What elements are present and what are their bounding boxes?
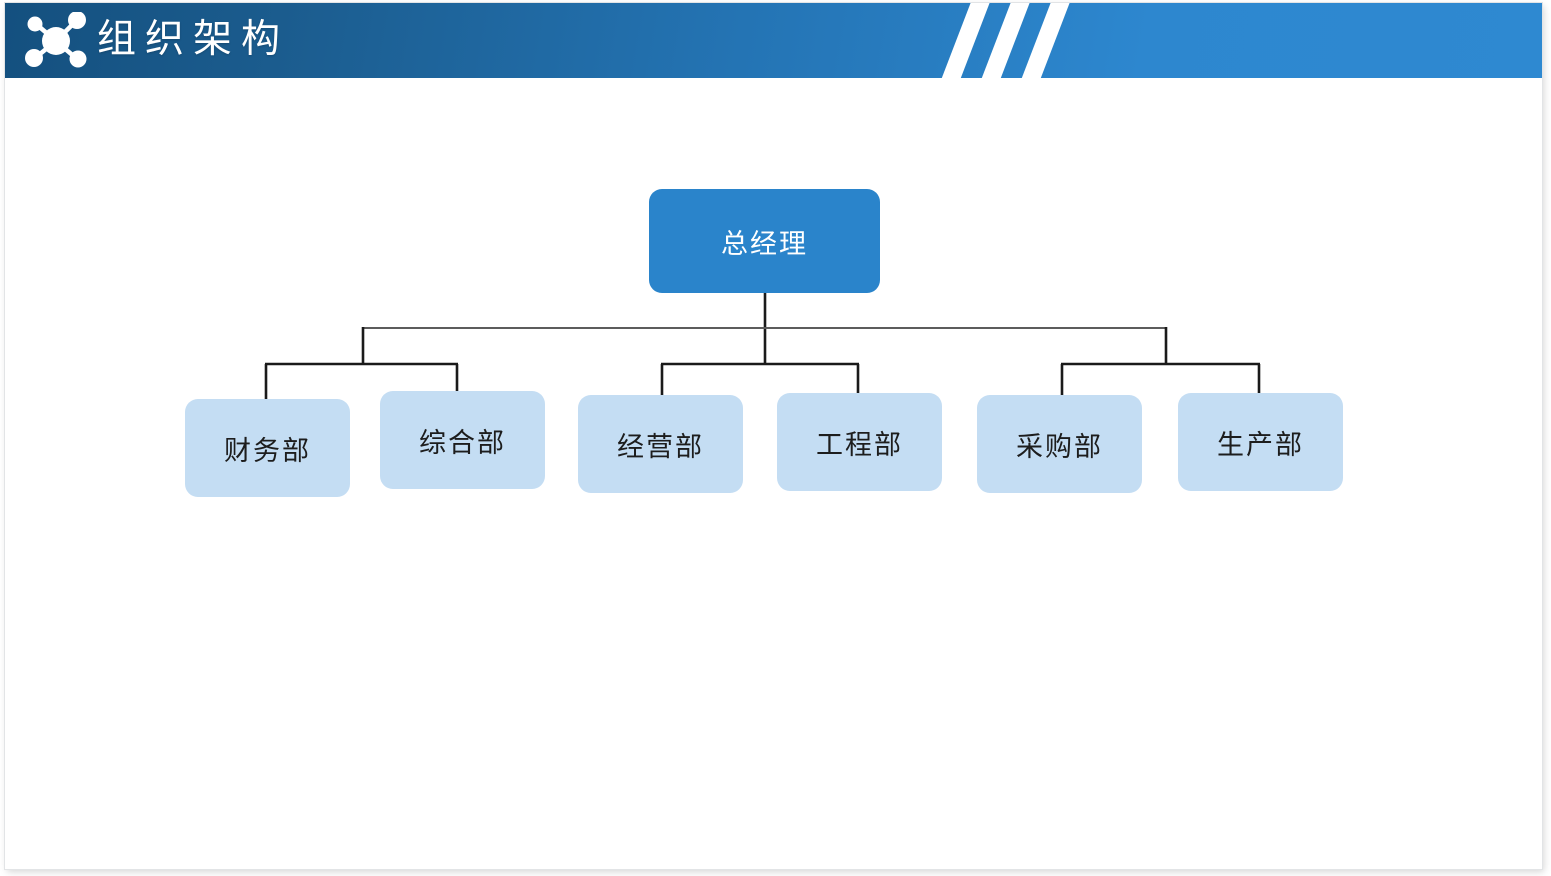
org-node-production[interactable]: 生产部 bbox=[1178, 393, 1343, 491]
slide-header-banner: 组织架构 bbox=[5, 3, 1542, 78]
page-title: 组织架构 bbox=[97, 17, 290, 61]
network-hub-icon bbox=[25, 11, 87, 67]
slash-2 bbox=[978, 3, 1033, 78]
org-node-root[interactable]: 总经理 bbox=[649, 189, 880, 293]
org-node-engineering[interactable]: 工程部 bbox=[777, 393, 942, 491]
slash-1 bbox=[938, 3, 993, 78]
org-node-procurement[interactable]: 采购部 bbox=[977, 395, 1142, 493]
org-node-general-affairs[interactable]: 综合部 bbox=[380, 391, 545, 489]
header-brand: 组织架构 bbox=[23, 3, 289, 78]
slash-3 bbox=[1018, 3, 1073, 78]
org-node-finance[interactable]: 财务部 bbox=[185, 399, 350, 497]
slide-canvas: 组织架构 bbox=[5, 3, 1542, 869]
diagonal-slashes-decoration bbox=[938, 3, 1090, 78]
org-chart: 总经理 财务部 综合部 经营部 工程部 采购部 生产部 bbox=[5, 78, 1542, 869]
org-node-operations[interactable]: 经营部 bbox=[578, 395, 743, 493]
